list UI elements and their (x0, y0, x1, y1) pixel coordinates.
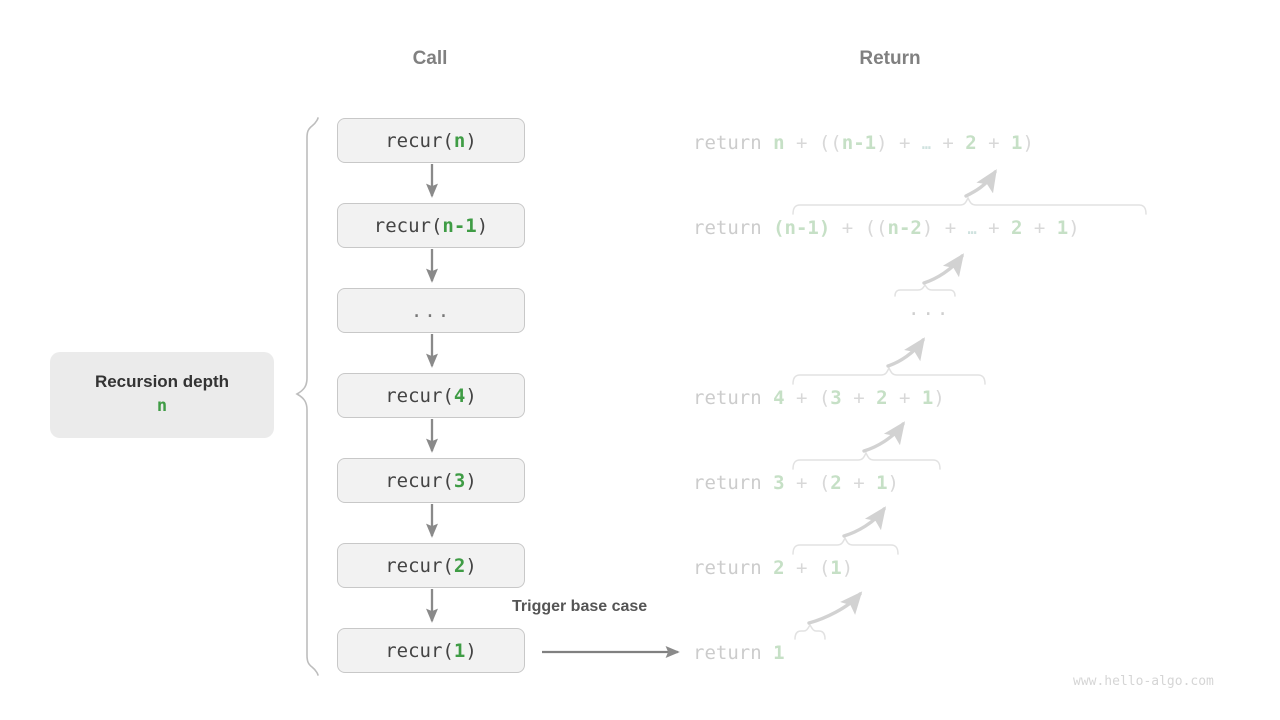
call-box-label: recur(n) (385, 129, 477, 152)
return-line-2: return (n-1) + ((n-2) + … + 2 + 1) (693, 217, 1080, 239)
call-box-recur-2[interactable]: recur(2) (337, 543, 525, 588)
column-header-call: Call (412, 48, 448, 69)
call-box-label: recur(1) (385, 639, 477, 662)
watermark: www.hello-algo.com (1073, 674, 1214, 689)
recursion-depth-title: Recursion depth (94, 372, 230, 391)
call-box-label: recur(2) (385, 554, 477, 577)
trigger-base-case-label: Trigger base case (512, 598, 648, 615)
call-box-recur-1[interactable]: recur(1) (337, 628, 525, 673)
call-box-ellipsis[interactable]: ... (337, 288, 525, 333)
call-box-recur-n-1[interactable]: recur(n-1) (337, 203, 525, 248)
call-box-recur-n[interactable]: recur(n) (337, 118, 525, 163)
return-line-ellipsis: ... (908, 298, 952, 320)
call-box-label: ... (410, 299, 452, 322)
call-box-label: recur(3) (385, 469, 477, 492)
recursion-depth-brace (295, 117, 319, 676)
return-line-5: return 3 + (2 + 1) (693, 472, 899, 494)
return-line-4: return 4 + (3 + 2 + 1) (693, 387, 945, 409)
call-box-recur-3[interactable]: recur(3) (337, 458, 525, 503)
return-line-6: return 2 + (1) (693, 557, 854, 579)
return-line-1: return n + ((n-1) + … + 2 + 1) (693, 132, 1034, 154)
call-box-recur-4[interactable]: recur(4) (337, 373, 525, 418)
call-box-label: recur(4) (385, 384, 477, 407)
return-line-7: return 1 (693, 642, 785, 664)
recursion-depth-value: n (156, 396, 168, 416)
column-header-return: Return (859, 48, 921, 69)
call-box-label: recur(n-1) (373, 214, 489, 237)
recursion-depth-box: Recursion depth n (50, 352, 274, 438)
